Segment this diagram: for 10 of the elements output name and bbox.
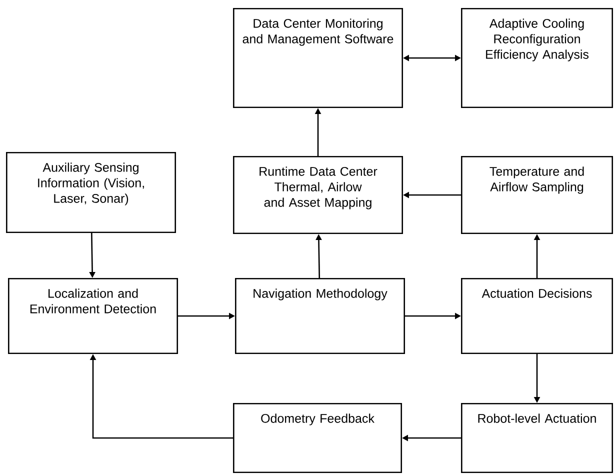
process-box: Robot-level Actuation (461, 403, 613, 473)
process-box: Navigation Methodology (235, 278, 405, 354)
process-box: Auxiliary Sensing Information (Vision, Laser, Sonar) (6, 152, 176, 233)
process-box: Data Center Monitoring and Management Software (233, 8, 403, 108)
process-box: Runtime Data Center Thermal, Airlow and Asset Mapping (233, 156, 403, 234)
process-box: Temperature and Airflow Sampling (461, 156, 613, 234)
process-box: Localization and Environment Detection (8, 278, 178, 354)
process-box: Adaptive Cooling Reconfiguration Efficiency Analysis (461, 8, 613, 108)
process-box: Actuation Decisions (461, 278, 613, 354)
process-box: Odometry Feedback (233, 403, 402, 473)
